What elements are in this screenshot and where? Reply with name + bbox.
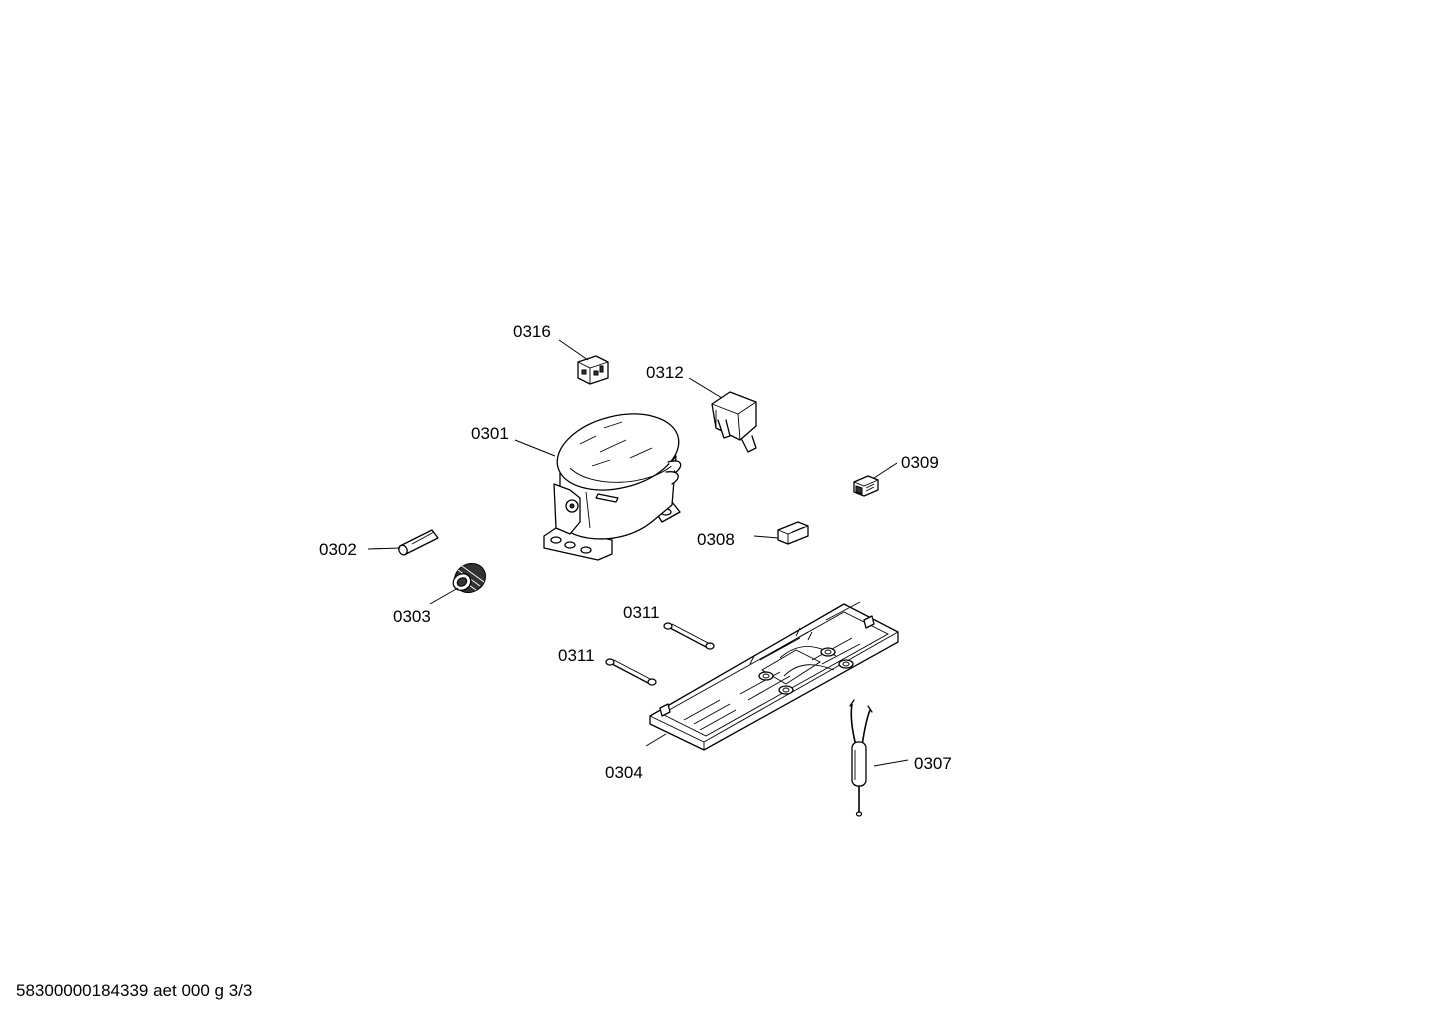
callout-0316: 0316 xyxy=(513,322,551,341)
leader-0307 xyxy=(873,759,909,767)
callout-0307: 0307 xyxy=(914,754,952,773)
callout-0312: 0312 xyxy=(646,363,684,382)
callout-0303: 0303 xyxy=(393,607,431,626)
document-id-label: 58300000184339 aet 000 g 3/3 xyxy=(16,981,253,1000)
leader-0303 xyxy=(429,587,459,605)
part-0308-block xyxy=(777,521,809,545)
part-0316-relay xyxy=(577,355,609,385)
leader-0304 xyxy=(645,733,667,747)
part-0303-grommet xyxy=(452,562,487,594)
part-0312-overload-protector xyxy=(711,391,757,453)
part-0304-base-tray xyxy=(649,601,899,751)
part-0301-compressor xyxy=(543,413,682,561)
leader-0316 xyxy=(558,339,589,361)
callout-0304: 0304 xyxy=(605,763,643,782)
part-0311-clip-lower xyxy=(605,658,657,686)
part-0311-clip-upper xyxy=(663,622,715,650)
callout-0308: 0308 xyxy=(697,530,735,549)
leader-0302 xyxy=(367,547,401,550)
part-0309-connector xyxy=(853,475,879,497)
callout-0302: 0302 xyxy=(319,540,357,559)
callout-0311-upper: 0311 xyxy=(623,603,660,622)
part-0307-capacitor xyxy=(849,699,873,817)
callout-0309: 0309 xyxy=(901,453,939,472)
leader-0308 xyxy=(753,535,779,539)
part-0302-pin xyxy=(398,529,439,556)
leader-0312 xyxy=(688,377,723,399)
callout-0311-lower: 0311 xyxy=(558,646,595,665)
leader-0309 xyxy=(873,462,898,479)
leader-0301 xyxy=(514,439,556,457)
callout-0301: 0301 xyxy=(471,424,509,443)
